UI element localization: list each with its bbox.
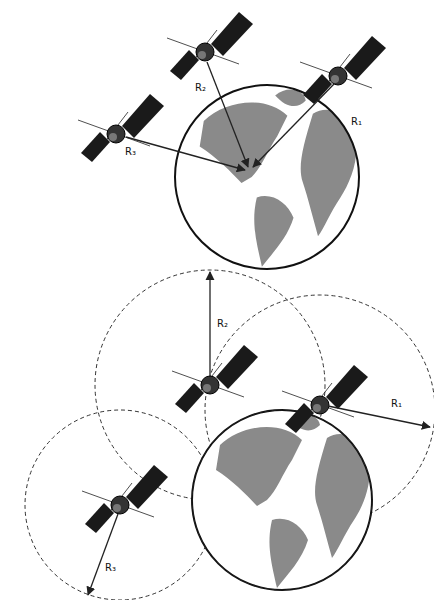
range-label: R₃ <box>124 146 137 158</box>
range-label: R₂ <box>194 82 207 94</box>
range-label: R₁ <box>350 116 363 128</box>
range-label: R₃ <box>104 562 117 574</box>
range-label: R₂ <box>216 318 229 330</box>
range-label: R₁ <box>390 398 403 410</box>
